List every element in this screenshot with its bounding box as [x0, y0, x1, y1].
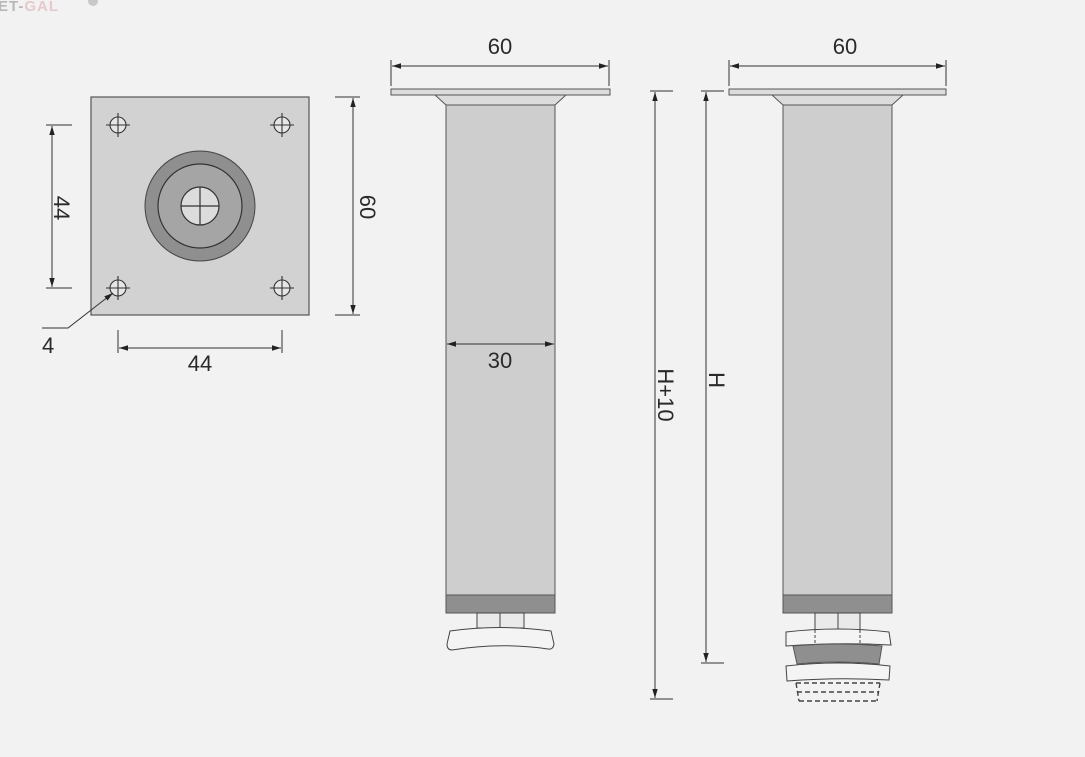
label-plate-width-fixed: 60: [488, 34, 512, 59]
svg-text:ET-GAL: ET-GAL: [0, 0, 59, 15]
label-plate-height: 60: [355, 195, 380, 219]
label-hole-spacing-vertical: 44: [49, 196, 74, 220]
label-height: H: [704, 372, 729, 388]
dimension-total-height: [650, 90, 673, 700]
leader-hole-diameter: [42, 292, 114, 329]
label-tube-width: 30: [488, 348, 512, 373]
dimension-plate-width-fixed: [390, 60, 610, 86]
top-view-plate: [90, 96, 310, 316]
dimension-height: [701, 90, 724, 664]
mounting-hole: [106, 113, 294, 300]
label-hole-diameter: 4: [42, 333, 54, 358]
label-hole-spacing-horizontal: 44: [188, 351, 212, 376]
dimension-hole-spacing-horizontal: [117, 330, 283, 353]
dimension-plate-width-adjustable: [728, 60, 947, 86]
label-total-height: H+10: [653, 368, 678, 421]
side-view-fixed-leg: [390, 88, 611, 651]
dimension-hole-spacing-vertical: [46, 124, 72, 289]
label-plate-width-adjustable: 60: [833, 34, 857, 59]
side-view-adjustable-leg: [728, 88, 947, 702]
dimension-plate-height: [335, 96, 360, 316]
watermark-logo: ET-GAL: [0, 0, 98, 15]
